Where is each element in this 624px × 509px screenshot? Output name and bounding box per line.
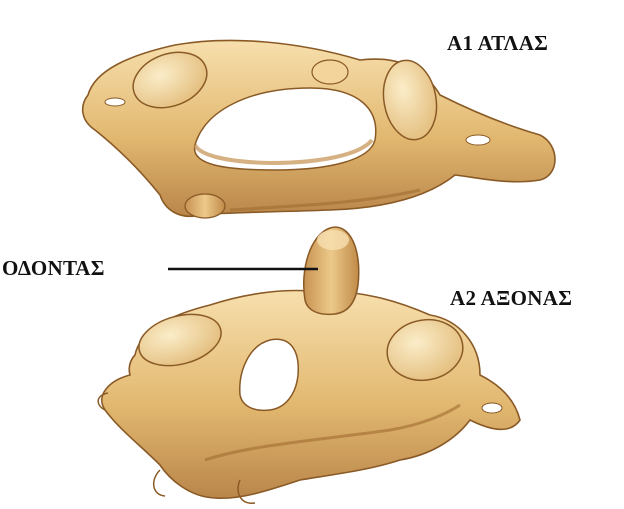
atlas-label: Α1 ΑΤΛΑΣ [447, 31, 548, 56]
axis-label: Α2 ΑΞΟΝΑΣ [450, 286, 572, 311]
atlas-vertebra [83, 40, 555, 218]
dens-label: ΟΔΟΝΤΑΣ [2, 256, 105, 281]
